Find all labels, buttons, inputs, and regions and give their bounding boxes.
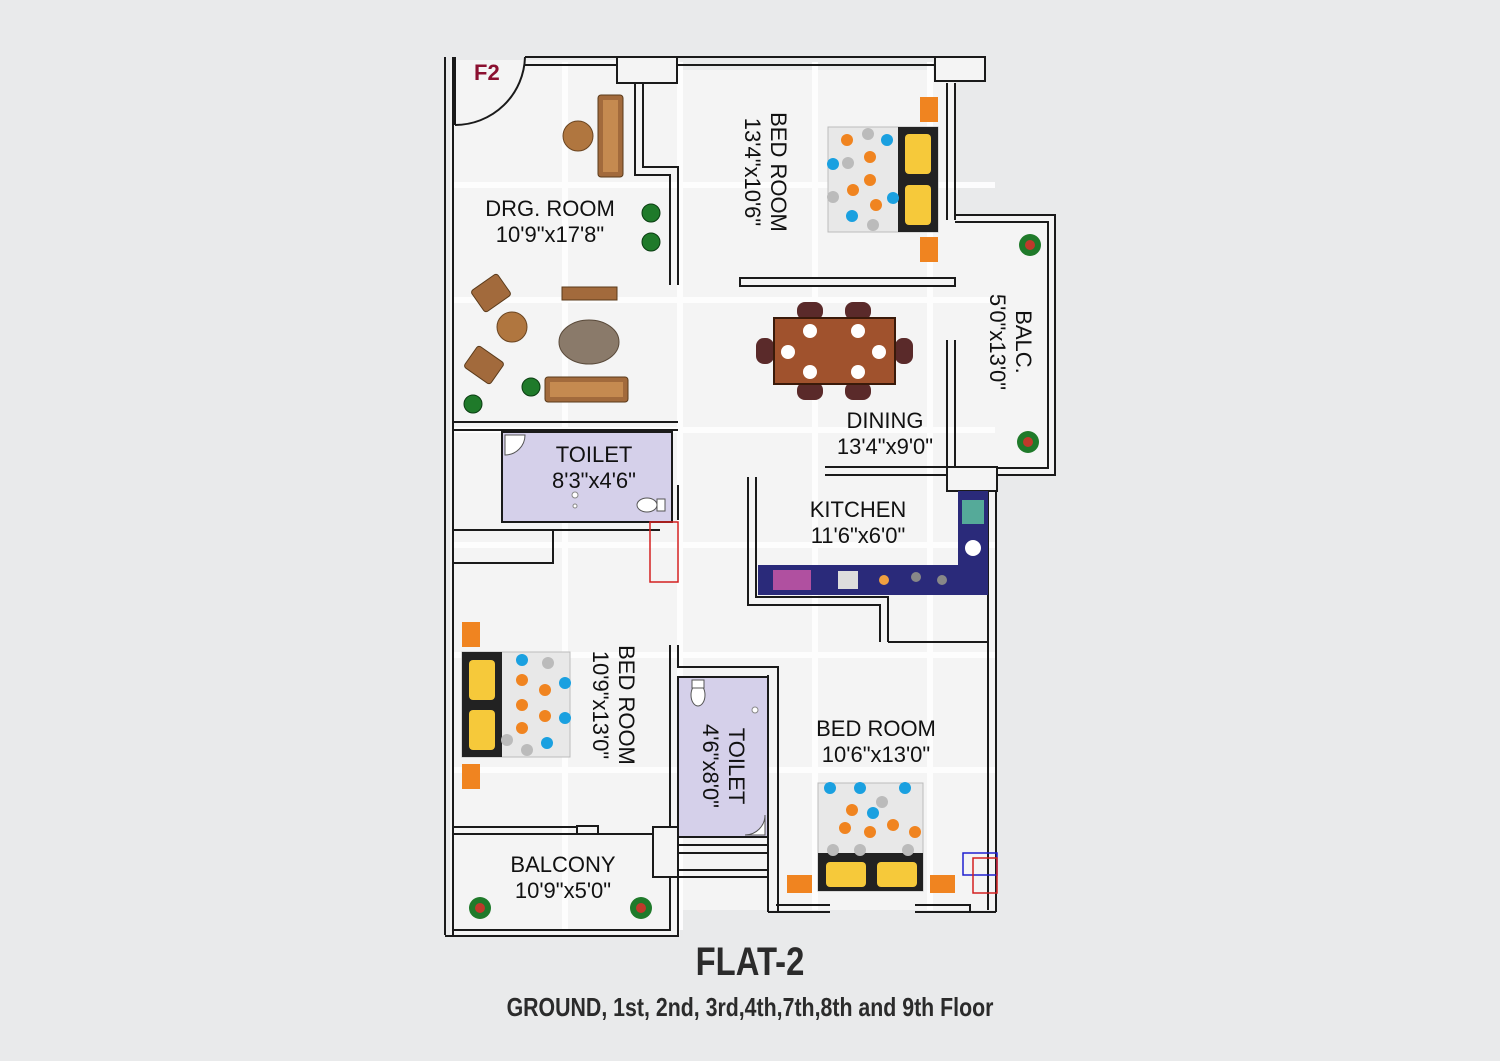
room-size: 4'6"x8'0"	[698, 724, 723, 808]
room-size: 10'6"x13'0"	[821, 742, 931, 767]
room-size: 10'9"x13'0"	[588, 650, 613, 760]
entry-door[interactable]	[454, 56, 526, 126]
dining-table	[756, 302, 913, 400]
drawing-room-furniture	[464, 94, 629, 403]
room-name: DRG. ROOM	[485, 196, 615, 221]
room-name: BALC.	[1011, 310, 1036, 374]
toilet-1-label: TOILET 8'3"x4'6"	[514, 442, 674, 494]
room-name: TOILET	[555, 442, 633, 467]
room-name: TOILET	[724, 727, 749, 805]
room-name: KITCHEN	[809, 497, 907, 522]
room-name: DINING	[846, 408, 924, 433]
balcony-label: BALCONY 10'9"x5'0"	[483, 852, 643, 904]
dining-label: DINING 13'4"x9'0"	[805, 408, 965, 460]
toilet-1-room	[501, 431, 673, 523]
room-name: BED ROOM	[816, 716, 936, 741]
room-size: 10'9"x17'8"	[495, 222, 605, 247]
bed-room-2-label: BED ROOM 10'9"x13'0"	[587, 625, 639, 785]
room-size: 8'3"x4'6"	[552, 468, 636, 493]
plan-subtitle: GROUND, 1st, 2nd, 3rd,4th,7th,8th and 9t…	[506, 992, 994, 1022]
plan-title: FLAT-2	[695, 940, 805, 984]
room-size: 11'6"x6'0"	[810, 523, 906, 548]
flat-tag: F2	[474, 60, 500, 85]
walls	[444, 56, 1056, 937]
bed-2	[461, 622, 571, 789]
room-size: 10'9"x5'0"	[514, 878, 612, 903]
balc-label: BALC. 5'0"x13'0"	[984, 262, 1036, 422]
room-name: BED ROOM	[614, 645, 639, 765]
bed-1	[827, 97, 939, 262]
toilet-2-room	[677, 676, 769, 838]
room-name: BED ROOM	[766, 112, 791, 232]
bed-room-1-label: BED ROOM 13'4"x10'6"	[739, 92, 791, 252]
room-size: 5'0"x13'0"	[985, 293, 1010, 391]
room-name: BALCONY	[510, 852, 616, 877]
bed-room-3-label: BED ROOM 10'6"x13'0"	[796, 716, 956, 768]
drawing-room-label: DRG. ROOM 10'9"x17'8"	[470, 196, 630, 248]
kitchen-label: KITCHEN 11'6"x6'0"	[778, 497, 938, 549]
toilet-2-label: TOILET 4'6"x8'0"	[697, 686, 749, 846]
room-size: 13'4"x9'0"	[836, 434, 934, 459]
duct-shafts	[649, 521, 998, 894]
plants	[463, 203, 1041, 919]
bed-3	[787, 782, 955, 893]
room-size: 13'4"x10'6"	[740, 117, 765, 227]
kitchen-counter	[758, 491, 988, 595]
